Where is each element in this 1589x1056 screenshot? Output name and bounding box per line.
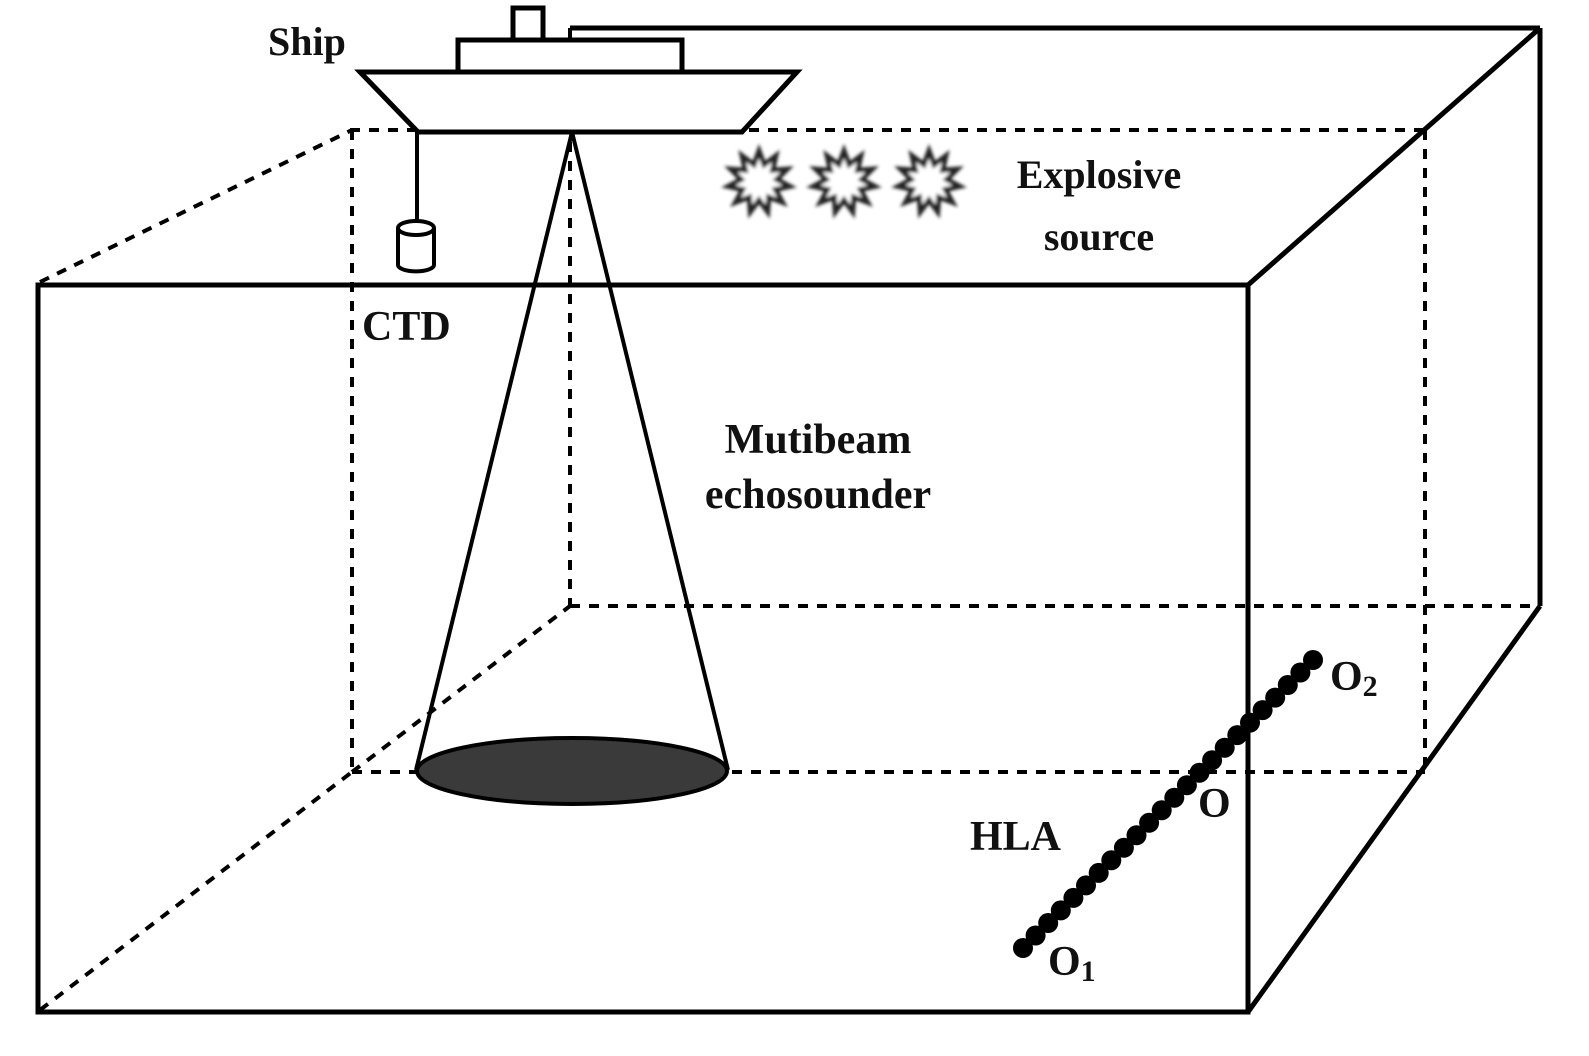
hla-sensor bbox=[1076, 875, 1096, 896]
explosion-icon bbox=[806, 143, 882, 219]
explosive-source bbox=[721, 143, 967, 219]
hla-sensor bbox=[1252, 700, 1273, 721]
explosive-source-label-line2: source bbox=[1044, 214, 1154, 259]
explosion-icon bbox=[891, 143, 967, 219]
o2-label: O2 bbox=[1330, 654, 1378, 703]
hla-sensor bbox=[1050, 900, 1071, 921]
hla-sensor bbox=[1303, 650, 1323, 670]
hla-sensor bbox=[1151, 800, 1172, 821]
hla-sensor bbox=[1025, 925, 1046, 946]
ship-label: Ship bbox=[268, 19, 346, 64]
hla-sensor bbox=[1265, 687, 1286, 708]
hla-sensor bbox=[1101, 850, 1122, 871]
ship-icon bbox=[354, 5, 803, 135]
explosive-source-label-line1: Explosive bbox=[1017, 152, 1181, 197]
hla-sensor bbox=[1176, 775, 1197, 796]
hla-sensor bbox=[1164, 787, 1185, 808]
hla-label: HLA bbox=[970, 814, 1062, 860]
multibeam-label-line2: echosounder bbox=[705, 472, 931, 518]
multibeam-label-line1: Mutibeam bbox=[725, 417, 912, 463]
box-hidden-edges bbox=[38, 28, 1540, 1012]
hla-sensor bbox=[1202, 750, 1223, 771]
explosion-icon bbox=[721, 143, 797, 219]
ctd-icon bbox=[396, 132, 436, 274]
hla-sensor bbox=[1189, 762, 1210, 783]
hla-sensor bbox=[1139, 812, 1160, 833]
hla-sensor bbox=[1088, 862, 1109, 883]
hla-sensor bbox=[1126, 825, 1147, 846]
hla-sensor bbox=[1214, 737, 1235, 758]
hla-sensor bbox=[1113, 837, 1134, 858]
box-visible-edges bbox=[35, 25, 1543, 1015]
hla-array bbox=[1013, 650, 1323, 958]
o-label: O bbox=[1198, 781, 1231, 827]
hla-sensor bbox=[1038, 913, 1059, 933]
hla-sensor bbox=[1013, 938, 1033, 958]
ctd-label: CTD bbox=[362, 304, 451, 350]
hla-sensor bbox=[1063, 887, 1084, 908]
hla-sensor bbox=[1277, 675, 1298, 695]
hla-sensor bbox=[1227, 725, 1248, 746]
hla-sensor bbox=[1240, 712, 1260, 733]
o1-label: O1 bbox=[1048, 939, 1096, 988]
hla-sensor bbox=[1290, 662, 1311, 683]
seafloor-footprint bbox=[415, 736, 729, 806]
multibeam-beam bbox=[414, 131, 730, 806]
